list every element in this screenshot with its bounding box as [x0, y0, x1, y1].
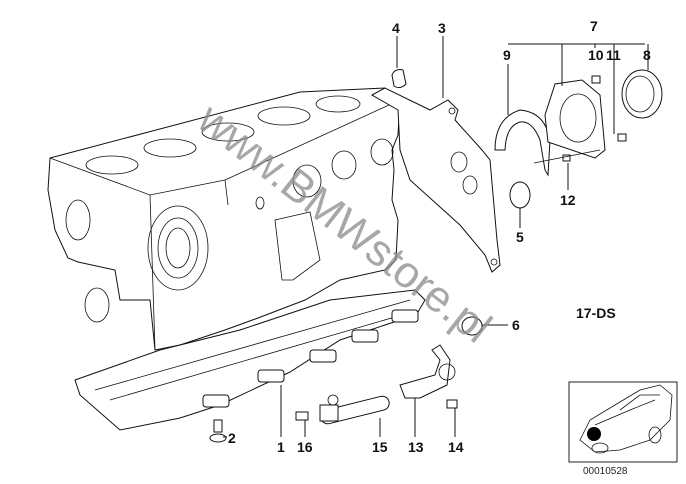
callout-11[interactable]: 11 [606, 47, 621, 63]
part-14-bolt[interactable] [446, 399, 458, 409]
callout-1[interactable]: 1 [277, 439, 285, 455]
part-8-seal[interactable] [621, 69, 663, 119]
callout-8[interactable]: 8 [643, 47, 651, 63]
callout-10[interactable]: 10 [588, 47, 604, 63]
bearing-ladder[interactable] [74, 289, 426, 431]
image-code: 00010528 [583, 466, 628, 477]
callout-7[interactable]: 7 [590, 18, 598, 34]
part-4-bushing[interactable] [391, 69, 407, 89]
engine-block[interactable] [47, 87, 401, 351]
part-7-end-cover[interactable] [544, 79, 606, 159]
callout-12[interactable]: 12 [560, 192, 576, 208]
callout-16[interactable]: 16 [297, 439, 313, 455]
part-12-dowel[interactable] [562, 154, 571, 162]
locator-thumbnail[interactable] [568, 381, 678, 463]
callout-15[interactable]: 15 [372, 439, 388, 455]
part-5-plug[interactable] [509, 181, 531, 209]
location-marker [587, 427, 601, 441]
part-9-gasket[interactable] [494, 109, 551, 177]
callout-2[interactable]: 2 [228, 430, 236, 446]
part-13-bracket[interactable] [399, 344, 456, 399]
part-11-screw[interactable] [617, 133, 627, 142]
part-15-sensor[interactable] [319, 394, 390, 426]
diagram-code: 17-DS [576, 305, 616, 321]
part-16-bolt[interactable] [295, 411, 309, 421]
callout-3[interactable]: 3 [438, 20, 446, 36]
callout-4[interactable]: 4 [392, 20, 400, 36]
callout-5[interactable]: 5 [516, 229, 524, 245]
part-10-screw[interactable] [591, 75, 601, 84]
callout-13[interactable]: 13 [408, 439, 424, 455]
part-2-bolt[interactable] [209, 419, 227, 443]
part-6-plug[interactable] [461, 316, 483, 336]
leader-lines [280, 36, 649, 437]
callout-9[interactable]: 9 [503, 47, 511, 63]
callout-6[interactable]: 6 [512, 317, 520, 333]
gasket[interactable] [370, 87, 501, 273]
callout-14[interactable]: 14 [448, 439, 464, 455]
